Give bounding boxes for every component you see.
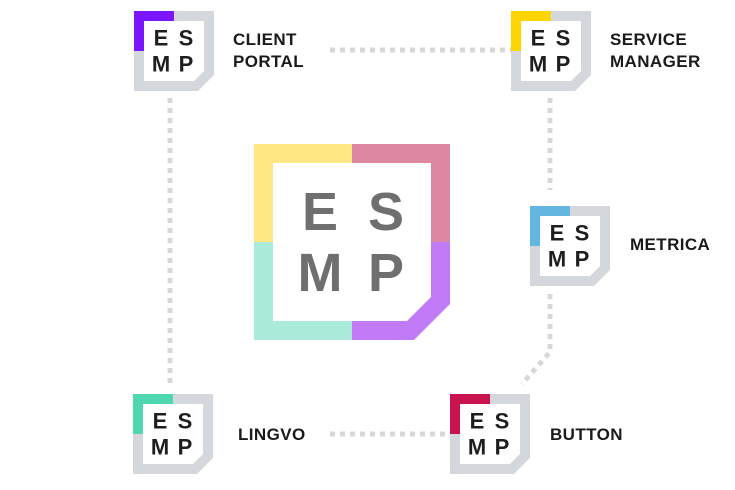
node-letter-p: P: [179, 52, 194, 77]
connector-metrica-to-button: [520, 294, 553, 386]
label-line: SERVICE: [610, 30, 688, 49]
node-accent-side: [530, 206, 540, 246]
label-line: LINGVO: [238, 425, 306, 444]
frame-bottom-left-side: [254, 242, 273, 340]
label-line: BUTTON: [550, 425, 623, 444]
node-accent-side: [450, 394, 460, 434]
node-letter-p: P: [495, 435, 510, 460]
frame-top-right: [352, 144, 450, 163]
center-letter-p: P: [368, 243, 404, 303]
node-letter-s: S: [556, 26, 571, 51]
label-line: MANAGER: [610, 52, 701, 71]
node-frame: [134, 11, 214, 91]
node-letter-s: S: [178, 409, 193, 434]
node-letter-e: E: [531, 26, 546, 51]
center-letter-s: S: [368, 182, 404, 242]
node-accent-top: [511, 11, 551, 21]
node-accent-top: [450, 394, 490, 404]
label-client-portal[interactable]: CLIENT PORTAL: [233, 29, 304, 73]
connectors: [167, 47, 553, 437]
node-letter-m: M: [548, 247, 566, 272]
node-letter-m: M: [152, 52, 170, 77]
node-letter-e: E: [550, 221, 565, 246]
label-metrica[interactable]: METRICA: [630, 234, 710, 256]
node-letter-m: M: [151, 435, 169, 460]
label-line: CLIENT: [233, 30, 297, 49]
center-letter-m: M: [298, 243, 343, 303]
node-accent-top: [530, 206, 570, 216]
frame-bottom-right: [352, 242, 450, 340]
node-frame: [133, 394, 213, 474]
node-accent-side: [133, 394, 143, 434]
node-accent-side: [134, 11, 144, 51]
node-letter-m: M: [468, 435, 486, 460]
node-letter-e: E: [154, 26, 169, 51]
node-letter-e: E: [153, 409, 168, 434]
frame-bottom-left: [254, 321, 352, 340]
label-line: PORTAL: [233, 52, 305, 71]
node-letter-s: S: [575, 221, 590, 246]
node-frame: [530, 206, 610, 286]
node-accent-top: [134, 11, 174, 21]
frame-top-right-side: [431, 144, 450, 242]
label-line: METRICA: [630, 235, 711, 254]
center-letter-e: E: [302, 182, 338, 242]
frame-top-left: [254, 144, 352, 163]
node-letter-p: P: [556, 52, 571, 77]
label-lingvo[interactable]: LINGVO: [238, 424, 306, 446]
node-frame: [511, 11, 591, 91]
node-letter-p: P: [178, 435, 193, 460]
node-letter-m: M: [529, 52, 547, 77]
node-letter-p: P: [575, 247, 590, 272]
node-accent-top: [133, 394, 173, 404]
node-accent-side: [511, 11, 521, 51]
label-button[interactable]: BUTTON: [550, 424, 623, 446]
node-frame: [450, 394, 530, 474]
node-letter-s: S: [179, 26, 194, 51]
node-letter-s: S: [495, 409, 510, 434]
label-service-manager[interactable]: SERVICE MANAGER: [610, 29, 701, 73]
node-letter-e: E: [470, 409, 485, 434]
frame-top-left-side: [254, 144, 273, 242]
